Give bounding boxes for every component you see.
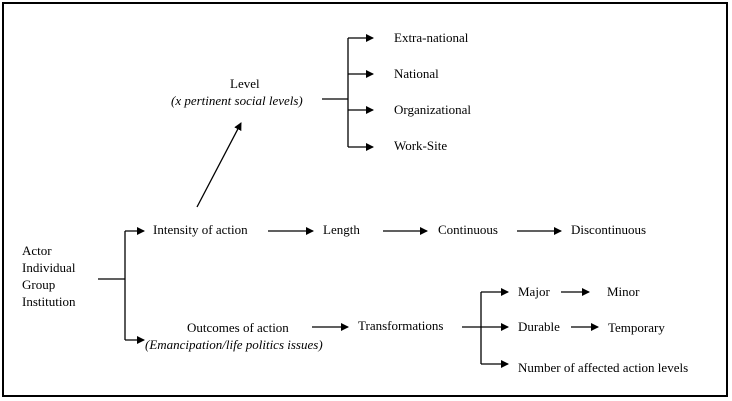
number-affected-levels-node: Number of affected action levels	[518, 360, 689, 375]
level-title: Level	[230, 76, 260, 91]
actor-group: Group	[22, 277, 56, 292]
level-work-site: Work-Site	[394, 138, 448, 153]
level-extra-national: Extra-national	[394, 30, 469, 45]
actor-list: Actor Individual Group Institution	[22, 242, 75, 310]
intensity-of-action: Intensity of action	[153, 222, 248, 237]
temporary-node: Temporary	[608, 320, 665, 335]
actor-individual: Individual	[22, 260, 76, 275]
actor-institution: Institution	[22, 294, 76, 309]
actor-label: Actor	[22, 243, 52, 258]
diagram-frame	[2, 2, 728, 397]
outcomes-of-action: Outcomes of action	[187, 320, 289, 335]
transformations-node: Transformations	[358, 318, 444, 333]
durable-node: Durable	[518, 319, 560, 334]
length-node: Length	[323, 222, 360, 237]
level-subtitle: (x pertinent social levels)	[171, 93, 303, 108]
minor-node: Minor	[607, 284, 640, 299]
arrow-to-level	[196, 122, 242, 208]
discontinuous-node: Discontinuous	[571, 222, 647, 237]
major-node: Major	[518, 284, 550, 299]
level-organizational: Organizational	[394, 102, 472, 117]
outcomes-subtitle: (Emancipation/life politics issues)	[145, 337, 323, 352]
continuous-node: Continuous	[438, 222, 498, 237]
level-national: National	[394, 66, 439, 81]
